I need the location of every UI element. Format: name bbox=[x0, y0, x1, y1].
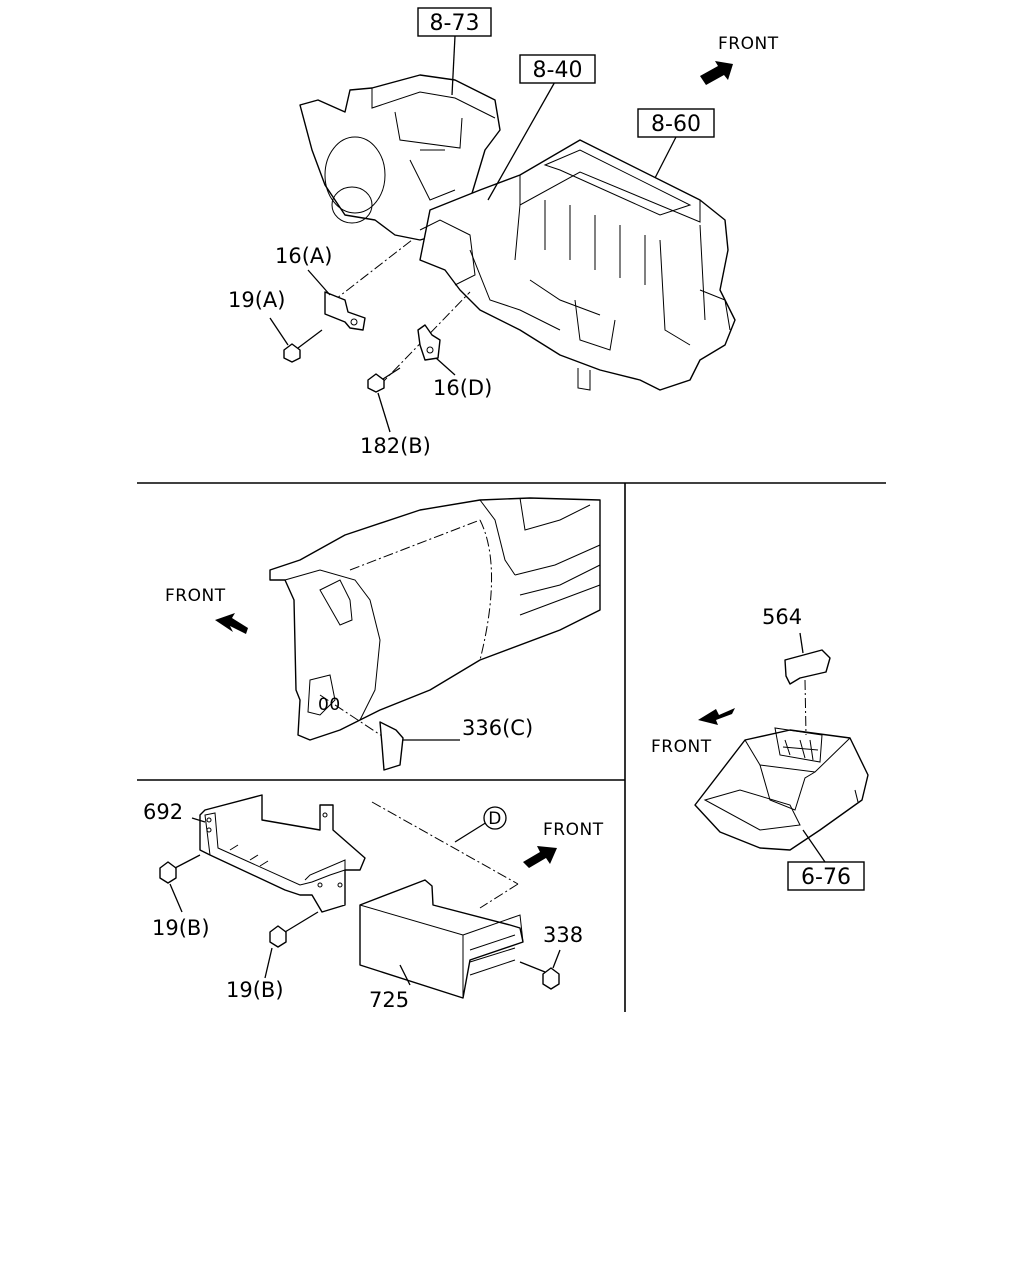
top-leaders bbox=[331, 35, 677, 386]
screw-19b-2 bbox=[264, 911, 319, 979]
label-182b: 182(B) bbox=[360, 434, 431, 458]
circle-ref-d: D bbox=[483, 806, 507, 830]
label-336c: 336(C) bbox=[462, 716, 533, 740]
boxed-ref-8-60: 8-60 bbox=[637, 108, 715, 138]
svg-text:8-60: 8-60 bbox=[651, 112, 701, 137]
front-arrow-bottom bbox=[523, 846, 557, 868]
console bbox=[694, 727, 869, 863]
svg-text:8-40: 8-40 bbox=[533, 58, 583, 83]
screw-338 bbox=[519, 949, 561, 990]
label-692: 692 bbox=[143, 800, 183, 824]
dashboard: 00 bbox=[269, 497, 601, 741]
front-arrow-top bbox=[700, 61, 733, 85]
label-19a: 19(A) bbox=[228, 288, 285, 312]
screw-19b-1 bbox=[159, 854, 201, 913]
label-725: 725 bbox=[369, 988, 409, 1012]
switch-564 bbox=[784, 632, 831, 736]
clip-336c bbox=[379, 721, 460, 771]
svg-text:8-73: 8-73 bbox=[430, 11, 480, 36]
heater-unit bbox=[419, 139, 736, 391]
clip-16d bbox=[417, 324, 456, 376]
front-label-right: FRONT bbox=[651, 737, 712, 757]
screw-182b bbox=[367, 367, 401, 433]
front-label-top: FRONT bbox=[718, 34, 779, 54]
bracket-692 bbox=[191, 794, 366, 913]
label-19b-1: 19(B) bbox=[152, 916, 210, 940]
pocket-725 bbox=[359, 801, 524, 999]
label-16d: 16(D) bbox=[433, 376, 492, 400]
label-19b-2: 19(B) bbox=[226, 978, 284, 1002]
boxed-ref-8-40: 8-40 bbox=[519, 54, 596, 84]
boxed-ref-6-76: 6-76 bbox=[787, 861, 865, 891]
bracket-16a bbox=[307, 269, 366, 331]
svg-text:6-76: 6-76 bbox=[801, 865, 851, 890]
front-arrow-mid bbox=[215, 613, 248, 634]
panel-dividers bbox=[137, 482, 886, 1012]
label-338: 338 bbox=[543, 923, 583, 947]
front-arrow-right bbox=[698, 708, 735, 725]
blower-unit bbox=[299, 74, 501, 241]
svg-text:00: 00 bbox=[318, 695, 341, 715]
screw-19a bbox=[269, 317, 323, 363]
front-label-bottom: FRONT bbox=[543, 820, 604, 840]
boxed-ref-8-73: 8-73 bbox=[417, 7, 492, 37]
svg-text:D: D bbox=[488, 809, 502, 829]
label-16a: 16(A) bbox=[275, 244, 332, 268]
front-label-mid: FRONT bbox=[165, 586, 226, 606]
label-564: 564 bbox=[762, 605, 802, 629]
